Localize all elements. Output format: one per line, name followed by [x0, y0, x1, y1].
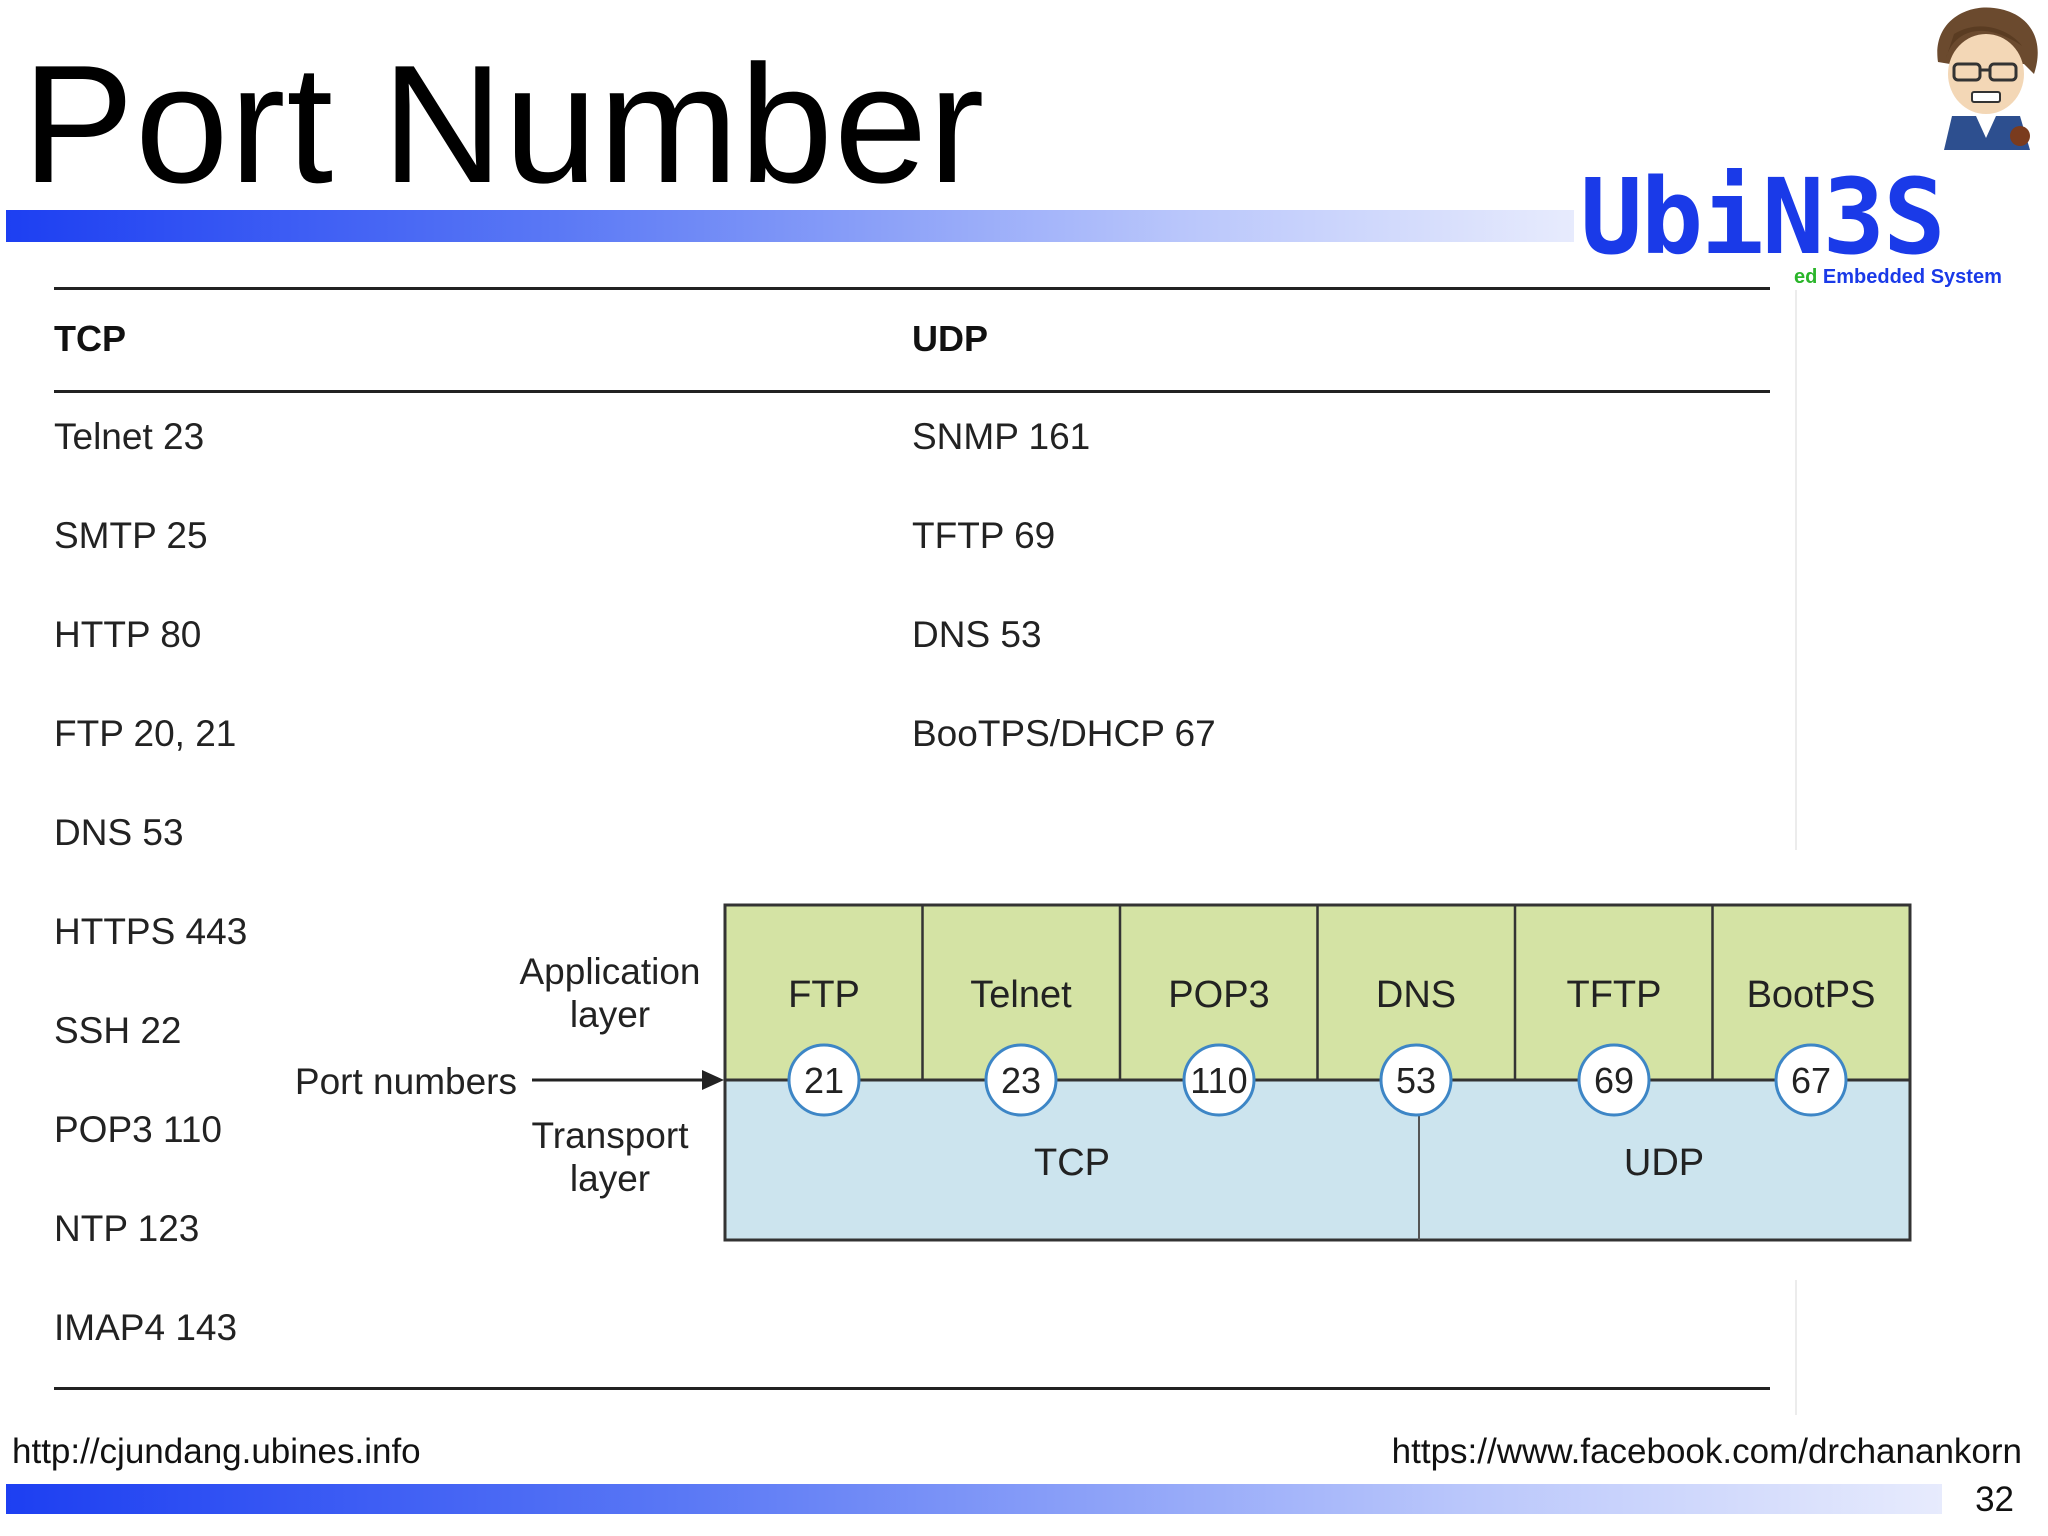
port-number: 110 [1190, 1060, 1247, 1101]
udp-row: SNMP 161 [912, 416, 1091, 457]
right-separator-bottom [1795, 1280, 1797, 1415]
protocol-label: Telnet [970, 974, 1072, 1016]
udp-row: BooTPS/DHCP 67 [912, 713, 1216, 754]
tcp-row: DNS 53 [54, 812, 184, 853]
tcp-row: FTP 20, 21 [54, 713, 237, 754]
transport-layer-label-line2: layer [570, 1158, 650, 1199]
tcp-row: HTTP 80 [54, 614, 202, 655]
page-number: 32 [1975, 1480, 2014, 1519]
author-avatar [1937, 7, 2038, 150]
port-circle [1182, 1043, 1256, 1117]
port-number: 69 [1594, 1060, 1634, 1101]
tcp-row: Telnet 23 [54, 416, 205, 457]
logo-tagline-text: Embedded System [1822, 266, 2002, 288]
tcp-row: SSH 22 [54, 1010, 182, 1051]
transport-label-udp: UDP [1624, 1142, 1704, 1184]
application-layer-label-line1: Application [519, 951, 700, 992]
header-tcp: TCP [54, 318, 126, 359]
protocol-label: POP3 [1168, 974, 1269, 1016]
logo-tagline-prefix: ed [1794, 266, 1818, 288]
port-circle [1774, 1043, 1848, 1117]
udp-row: DNS 53 [912, 614, 1042, 655]
port-number: 53 [1396, 1060, 1436, 1101]
port-circle [787, 1043, 861, 1117]
port-numbers-label: Port numbers [295, 1061, 517, 1102]
title-underline-bar [6, 210, 1574, 242]
transport-layer-label-line1: Transport [532, 1115, 690, 1156]
right-separator-top [1795, 290, 1797, 850]
tcp-row: NTP 123 [54, 1208, 200, 1249]
port-number: 21 [804, 1060, 844, 1101]
port-circle [1379, 1043, 1453, 1117]
transport-layer-box [725, 1080, 1910, 1240]
tcp-row: HTTPS 443 [54, 911, 248, 952]
logo-tagline: ed Embedded System [1794, 266, 2002, 289]
table-header-rule [54, 390, 1770, 393]
table-bottom-rule [54, 1387, 1770, 1390]
protocol-dividers [921, 905, 1714, 1080]
port-number-diagram: FTP Telnet POP3 DNS TFTP BootPS 21 23 11… [295, 903, 1912, 1242]
arrow-head-icon [702, 1070, 724, 1090]
transport-label-tcp: TCP [1034, 1142, 1110, 1184]
port-circles [787, 1043, 1848, 1117]
protocol-label: FTP [788, 974, 860, 1016]
protocol-label: TFTP [1567, 974, 1662, 1016]
port-circle [984, 1043, 1058, 1117]
protocol-label: DNS [1376, 974, 1456, 1016]
application-layer-label-line2: layer [570, 994, 650, 1035]
tcp-row: POP3 110 [54, 1109, 222, 1150]
udp-row: TFTP 69 [912, 515, 1056, 556]
tcp-row: IMAP4 143 [54, 1307, 238, 1348]
ubin3s-logo: UbiN3S [1580, 156, 1946, 278]
header-udp: UDP [912, 318, 989, 359]
protocol-label: BootPS [1747, 974, 1876, 1016]
port-number: 67 [1791, 1060, 1831, 1101]
port-circle [1577, 1043, 1651, 1117]
slide-title: Port Number [22, 30, 986, 218]
port-number: 23 [1001, 1060, 1041, 1101]
footer-bar [6, 1484, 1942, 1514]
footer-website-link[interactable]: http://cjundang.ubines.info [12, 1432, 421, 1471]
footer-facebook-link[interactable]: https://www.facebook.com/drchanankorn [1391, 1432, 2022, 1471]
tcp-row: SMTP 25 [54, 515, 208, 556]
table-top-rule [54, 287, 1770, 290]
